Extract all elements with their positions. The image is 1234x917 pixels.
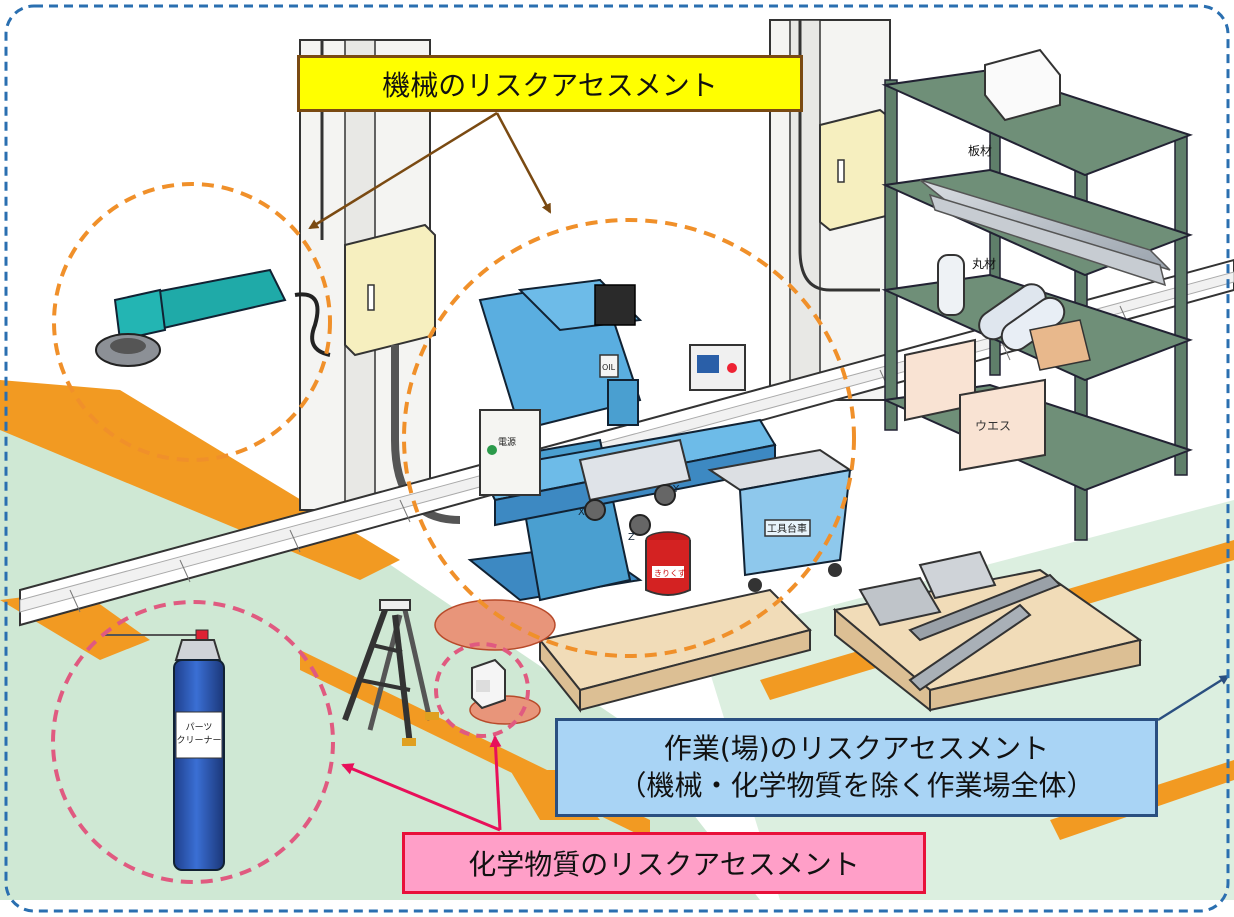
milling-machine-icon <box>467 278 777 602</box>
machine-highlight-circle <box>402 218 856 658</box>
panel-label: 電源 <box>498 437 516 448</box>
spray-can-icon <box>105 629 225 871</box>
oil-can-icon <box>645 531 691 596</box>
shelf-plates-label: 板材 <box>968 144 992 158</box>
shelf-icon <box>881 48 1194 541</box>
machine-arrow <box>495 112 552 214</box>
work-risk-assessment-line2: （機械・化学物質を除く作業場全体） <box>618 768 1095 802</box>
angle-grinder-icon <box>95 268 331 367</box>
electrical-box-icon <box>819 108 891 232</box>
work-risk-assessment-line1: 作業(場)のリスクアセスメント <box>663 732 1050 766</box>
oil-label: OIL <box>602 363 616 372</box>
axis-z-label: Z <box>628 532 635 543</box>
axis-y-label: Y <box>672 484 680 495</box>
chemical-highlight-circle <box>434 642 530 738</box>
spray-label-line2: クリーナー <box>176 735 221 746</box>
chemical-arrow <box>489 735 502 831</box>
chemical-highlight-circle <box>51 600 335 884</box>
ladder-icon <box>342 599 439 746</box>
chemical-risk-assessment-label: 化学物質のリスクアセスメント <box>402 832 926 894</box>
waste-box-label: ウエス <box>975 419 1011 433</box>
machine-risk-assessment-text: 機械のリスクアセスメント <box>382 68 718 102</box>
tool-cart-icon <box>707 448 853 592</box>
outer-frame <box>4 4 1230 913</box>
chemical-arrow <box>341 763 501 832</box>
shelf-rods-label: 丸材 <box>972 257 996 271</box>
work-risk-assessment-label: 作業(場)のリスクアセスメント （機械・化学物質を除く作業場全体） <box>555 718 1158 817</box>
work-arrow <box>1157 674 1230 722</box>
tool-cart-label: 工具台車 <box>767 522 807 535</box>
machine-arrow <box>308 111 498 230</box>
machine-risk-assessment-label: 機械のリスクアセスメント <box>297 55 803 112</box>
axis-x-label: X <box>578 507 585 518</box>
pallet-icon <box>832 550 1143 713</box>
chemical-risk-assessment-text: 化学物質のリスクアセスメント <box>468 848 860 881</box>
spray-label-line1: パーツ <box>186 722 213 733</box>
oil-can-icon <box>471 658 506 710</box>
machine-highlight-circle <box>52 182 332 462</box>
can-label: きりくず <box>654 568 686 578</box>
pallet-icon <box>538 588 812 713</box>
